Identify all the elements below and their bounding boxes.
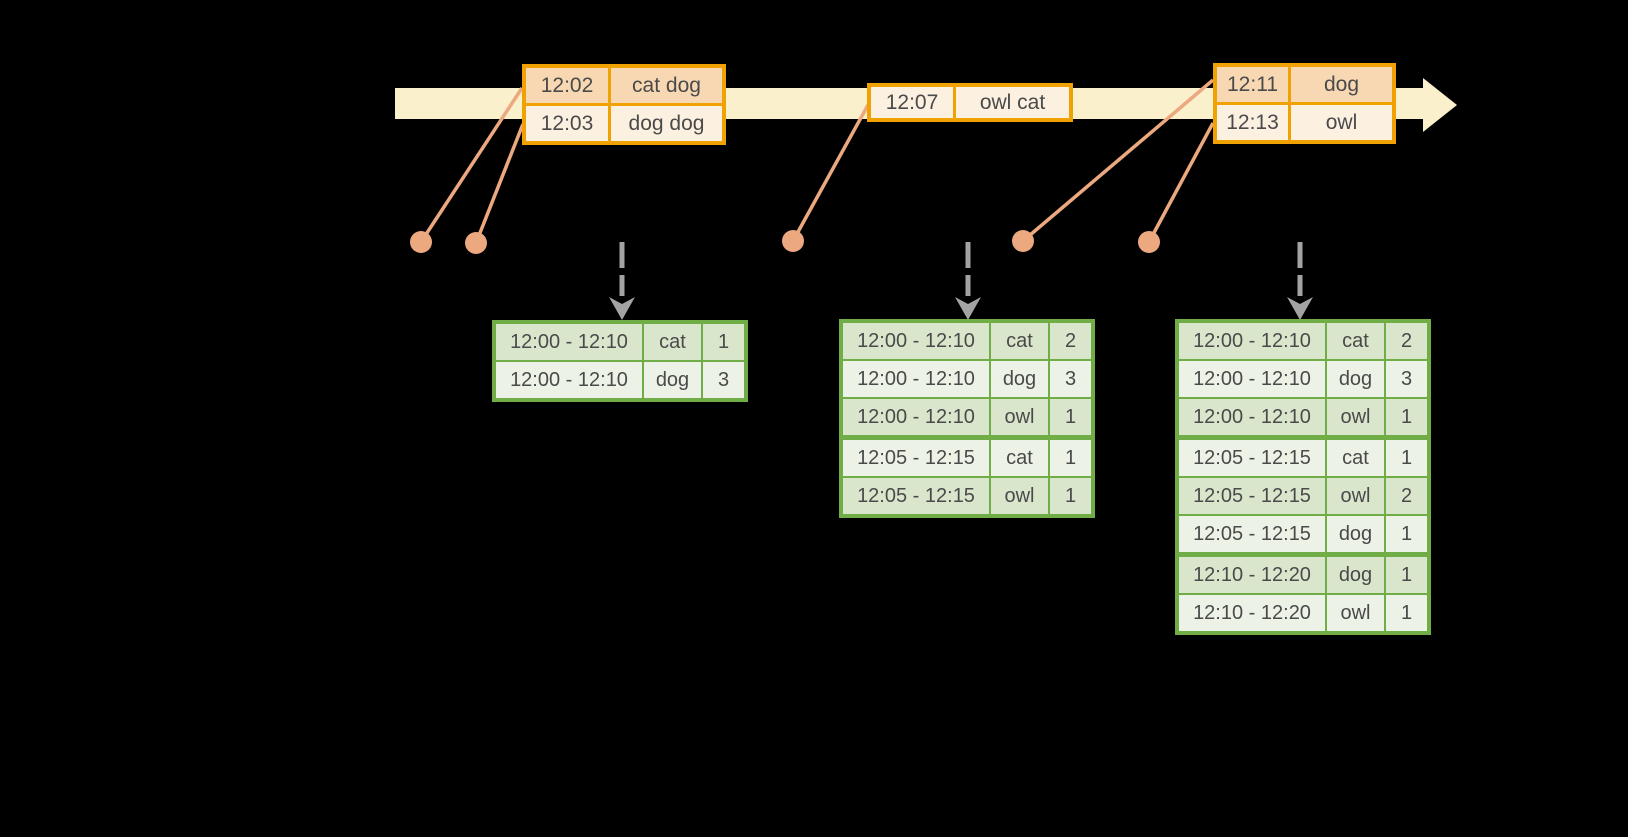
result-count-cell: 1 — [1384, 516, 1427, 552]
event-words-cell: owl cat — [953, 87, 1069, 118]
result-word-cell: owl — [1325, 595, 1384, 631]
timeline-arrowhead — [1423, 78, 1457, 132]
trigger-arrowhead-icon — [609, 297, 635, 320]
event-connector-line — [791, 104, 870, 242]
result-count-cell: 3 — [1048, 361, 1091, 397]
result-count-cell: 1 — [701, 324, 744, 360]
result-window-cell: 12:10 - 12:20 — [1179, 557, 1325, 593]
result-window-cell: 12:00 - 12:10 — [496, 362, 642, 398]
result-window-cell: 12:05 - 12:15 — [1179, 440, 1325, 476]
trigger-arrowhead-icon — [1287, 297, 1313, 320]
result-word-cell: dog — [642, 362, 701, 398]
result-window-cell: 12:00 - 12:10 — [1179, 361, 1325, 397]
result-word-cell: owl — [989, 399, 1048, 435]
result-window-cell: 12:05 - 12:15 — [1179, 478, 1325, 514]
result-word-cell: cat — [1325, 323, 1384, 359]
event-words-cell: dog dog — [608, 106, 722, 141]
result-word-cell: owl — [989, 478, 1048, 514]
result-word-cell: dog — [1325, 361, 1384, 397]
result-count-cell: 1 — [1048, 399, 1091, 435]
result-word-cell: owl — [1325, 478, 1384, 514]
result-window-cell: 12:10 - 12:20 — [1179, 595, 1325, 631]
event-dot — [465, 232, 487, 254]
result-count-cell: 1 — [1384, 595, 1427, 631]
event-time-cell: 12:03 — [526, 106, 608, 141]
result-window-cell: 12:00 - 12:10 — [496, 324, 642, 360]
event-connector-line — [419, 87, 524, 243]
result-window-cell: 12:00 - 12:10 — [1179, 399, 1325, 435]
result-count-cell: 1 — [1048, 478, 1091, 514]
result-word-cell: owl — [1325, 399, 1384, 435]
event-words-cell: cat dog — [608, 68, 722, 103]
event-time-cell: 12:02 — [526, 68, 608, 103]
event-connector-line — [1021, 78, 1215, 243]
result-window-cell: 12:05 - 12:15 — [843, 478, 989, 514]
result-count-cell: 2 — [1384, 323, 1427, 359]
event-words-cell: dog — [1288, 67, 1392, 102]
result-count-cell: 1 — [1048, 440, 1091, 476]
result-window-cell: 12:05 - 12:15 — [843, 440, 989, 476]
event-time-cell: 12:07 — [871, 87, 953, 118]
event-words-cell: owl — [1288, 105, 1392, 140]
result-word-cell: dog — [1325, 557, 1384, 593]
result-word-cell: cat — [989, 440, 1048, 476]
result-word-cell: dog — [1325, 516, 1384, 552]
trigger-arrowhead-icon — [955, 297, 981, 320]
result-word-cell: dog — [989, 361, 1048, 397]
event-dot — [1138, 231, 1160, 253]
event-dot — [410, 231, 432, 253]
result-count-cell: 1 — [1384, 557, 1427, 593]
result-count-cell: 1 — [1384, 440, 1427, 476]
result-word-cell: cat — [1325, 440, 1384, 476]
result-count-cell: 3 — [1384, 361, 1427, 397]
event-dot — [782, 230, 804, 252]
event-time-cell: 12:13 — [1217, 105, 1288, 140]
result-count-cell: 2 — [1384, 478, 1427, 514]
result-word-cell: cat — [642, 324, 701, 360]
event-time-cell: 12:11 — [1217, 67, 1288, 102]
result-count-cell: 2 — [1048, 323, 1091, 359]
result-window-cell: 12:00 - 12:10 — [1179, 323, 1325, 359]
result-count-cell: 1 — [1384, 399, 1427, 435]
result-window-cell: 12:00 - 12:10 — [843, 361, 989, 397]
event-connector-line — [1147, 122, 1215, 243]
result-window-cell: 12:00 - 12:10 — [843, 323, 989, 359]
result-count-cell: 3 — [701, 362, 744, 398]
result-window-cell: 12:00 - 12:10 — [843, 399, 989, 435]
result-window-cell: 12:05 - 12:15 — [1179, 516, 1325, 552]
event-dot — [1012, 230, 1034, 252]
event-connector-line — [474, 123, 525, 244]
result-word-cell: cat — [989, 323, 1048, 359]
